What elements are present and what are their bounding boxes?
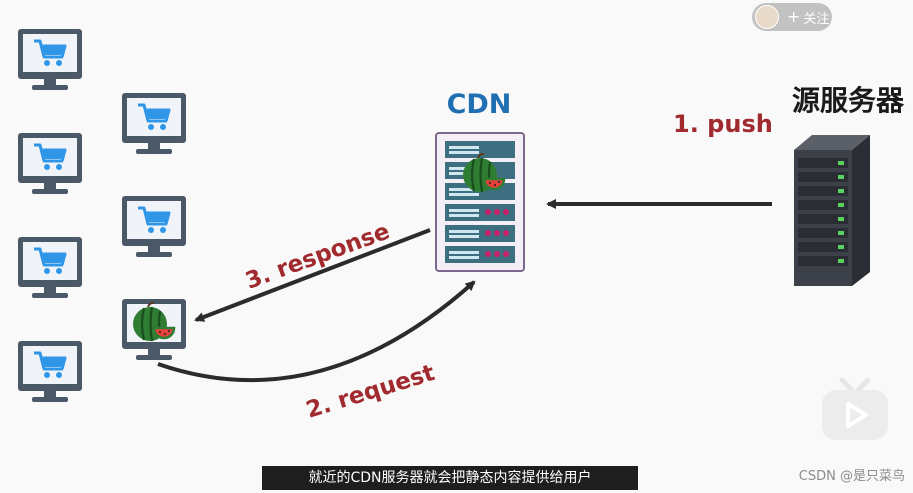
request-arrow bbox=[157, 280, 476, 383]
requesting-user-computer bbox=[122, 299, 186, 360]
plus-icon: + bbox=[787, 7, 801, 26]
user-computer-2 bbox=[16, 131, 84, 196]
follow-button[interactable]: + 关注 bbox=[752, 3, 832, 31]
user-computer-5 bbox=[120, 91, 188, 156]
avatar bbox=[755, 5, 779, 29]
origin-server-label: 源服务器 bbox=[792, 84, 905, 117]
follow-label: 关注 bbox=[803, 11, 830, 27]
user-computer-3 bbox=[16, 235, 84, 300]
user-computer-1 bbox=[16, 27, 84, 92]
cdn-label: CDN bbox=[447, 89, 512, 120]
user-computer-6 bbox=[120, 194, 188, 259]
csdn-watermark: CSDN @是只菜鸟 bbox=[798, 469, 905, 484]
video-subtitle: 就近的CDN服务器就会把静态内容提供给用户 bbox=[262, 466, 638, 490]
push-label: 1. push bbox=[673, 110, 773, 138]
user-computer-4 bbox=[16, 339, 84, 404]
cdn-server bbox=[435, 132, 525, 272]
origin-server bbox=[794, 135, 870, 286]
response-label: 3. response bbox=[242, 218, 393, 294]
response-arrow bbox=[194, 228, 431, 322]
play-logo-icon bbox=[822, 377, 888, 440]
